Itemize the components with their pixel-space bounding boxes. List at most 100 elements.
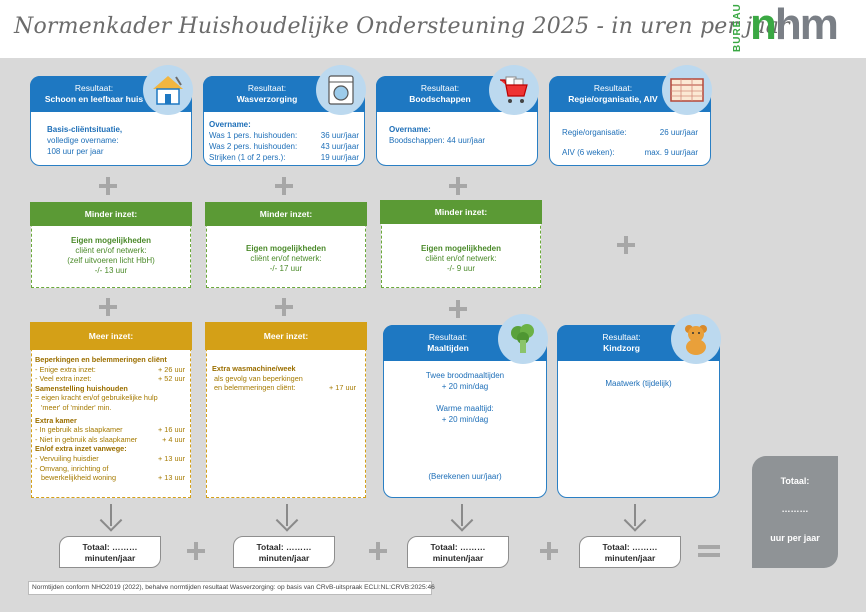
grand-total-value: ……… bbox=[781, 504, 809, 514]
minder-inzet-box: Minder inzet: Eigen mogelijkheden cliënt… bbox=[380, 200, 542, 288]
plus-icon bbox=[369, 542, 387, 560]
meer-heading: Extra kamer bbox=[35, 415, 77, 425]
minder-inzet-box: Minder inzet: Eigen mogelijkheden cliënt… bbox=[30, 202, 192, 288]
result-line: Boodschappen: 44 uur/jaar bbox=[389, 136, 486, 145]
meer-row-value: + 13 uur bbox=[158, 453, 185, 463]
minder-inzet-header: Minder inzet: bbox=[380, 200, 542, 224]
plus-icon bbox=[449, 177, 467, 195]
minder-line: (zelf uitvoeren licht HbH) bbox=[67, 256, 155, 265]
card-label: Resultaat: bbox=[593, 83, 633, 93]
logo-bureau: BUREAU bbox=[732, 3, 743, 52]
washing-machine-icon bbox=[316, 65, 366, 115]
meer-line: - Omvang, inrichting of bbox=[35, 463, 109, 473]
meer-row-label: - Veel extra inzet: bbox=[35, 374, 92, 384]
subtotal-unit: minuten/jaar bbox=[604, 552, 656, 563]
grand-total-label: Totaal: bbox=[780, 476, 810, 486]
result-card-wasverzorging: Resultaat: Wasverzorging Overname: Was 1… bbox=[203, 65, 366, 166]
meer-inzet-header: Meer inzet: bbox=[30, 322, 192, 350]
maaltijden-line: Warme maaltijd: bbox=[436, 404, 494, 413]
planner-icon bbox=[662, 65, 712, 115]
meer-row-value: + 26 uur bbox=[158, 364, 185, 374]
maaltijden-line: Twee broodmaaltijden bbox=[425, 371, 505, 380]
result-heading: Overname: bbox=[209, 120, 251, 129]
meer-row-value: + 52 uur bbox=[158, 374, 185, 384]
result-row-label: Was 1 pers. huishouden: bbox=[209, 131, 298, 140]
footnote: Normtijden conform NHO2019 (2022), behal… bbox=[28, 581, 435, 595]
minder-line: cliënt en/of netwerk: bbox=[425, 254, 497, 263]
meer-inzet-box: Meer inzet: Beperkingen en belemmeringen… bbox=[30, 322, 192, 498]
minder-title: Eigen mogelijkheden bbox=[245, 244, 326, 253]
result-heading: Overname: bbox=[389, 125, 431, 134]
result-card-boodschappen: Resultaat: Boodschappen Overname: Boodsc… bbox=[376, 65, 539, 166]
arrow-down-icon bbox=[623, 504, 647, 534]
result-row-label: Strijken (1 of 2 pers.): bbox=[209, 153, 286, 162]
meer-row-label: - In gebruik als slaapkamer bbox=[35, 425, 123, 435]
house-icon bbox=[143, 65, 193, 115]
card-label: Resultaat: bbox=[74, 83, 114, 93]
plus-icon bbox=[99, 177, 117, 195]
kindzorg-line: Maatwerk (tijdelijk) bbox=[605, 379, 672, 388]
subtotal-box: Totaal: ……… minuten/jaar bbox=[407, 536, 509, 568]
shopping-cart-icon bbox=[489, 65, 539, 115]
minder-inzet-box: Minder inzet: Eigen mogelijkheden cliënt… bbox=[205, 202, 367, 288]
logo-wordmark: nhm bbox=[750, 0, 839, 49]
card-title: Maaltijden bbox=[427, 343, 469, 353]
meer-heading: En/of extra inzet vanwege: bbox=[35, 444, 127, 454]
result-row-value: 43 uur/jaar bbox=[320, 142, 359, 151]
meer-row-label: - Vervuiling huisdier bbox=[35, 453, 99, 463]
card-title: Schoon en leefbaar huis bbox=[44, 94, 144, 104]
teddy-bear-icon bbox=[671, 314, 721, 364]
meer-inzet-box: Meer inzet: Extra wasmachine/week als ge… bbox=[205, 322, 367, 498]
result-row-value: 36 uur/jaar bbox=[320, 131, 359, 140]
minder-title: Eigen mogelijkheden bbox=[70, 236, 151, 245]
result-row-value: 26 uur/jaar bbox=[659, 128, 698, 137]
broccoli-icon bbox=[498, 314, 548, 364]
card-label: Resultaat: bbox=[602, 332, 641, 342]
plus-icon bbox=[540, 542, 558, 560]
equals-icon bbox=[698, 544, 720, 558]
subtotal-label: Totaal: ……… bbox=[430, 542, 486, 552]
arrow-down-icon bbox=[450, 504, 474, 534]
minder-line: -/- 13 uur bbox=[94, 266, 128, 275]
card-label: Resultaat: bbox=[428, 332, 468, 342]
meer-row-label: - Enige extra inzet: bbox=[35, 364, 96, 374]
meer-heading: Beperkingen en belemmeringen cliënt bbox=[35, 355, 167, 364]
plus-icon bbox=[275, 177, 293, 195]
meer-row-value: + 16 uur bbox=[158, 425, 185, 435]
result-row-label: AIV (6 weken): bbox=[562, 148, 615, 157]
meer-line: = eigen kracht en/of gebruikelijke hulp bbox=[35, 393, 158, 403]
subtotal-box: Totaal: ……… minuten/jaar bbox=[579, 536, 681, 568]
logo: BUREAU nhm bbox=[732, 0, 842, 54]
meer-row-value: + 4 uur bbox=[162, 434, 185, 444]
meer-line: als gevolg van beperkingen bbox=[214, 373, 303, 383]
result-card-schoon: Resultaat: Schoon en leefbaar huis Basis… bbox=[30, 65, 193, 166]
maaltijden-line: + 20 min/dag bbox=[441, 415, 489, 424]
card-title: Wasverzorging bbox=[236, 94, 298, 104]
minder-title: Eigen mogelijkheden bbox=[420, 244, 501, 253]
meer-row-label: - Niet in gebruik als slaapkamer bbox=[35, 434, 138, 444]
minder-line: cliënt en/of netwerk: bbox=[75, 246, 147, 255]
maaltijden-footer: (Berekenen uur/jaar) bbox=[428, 472, 502, 481]
grand-total-box: Totaal: ……… uur per jaar bbox=[752, 456, 838, 568]
meer-row-value: + 17 uur bbox=[329, 383, 356, 393]
meer-heading: Extra wasmachine/week bbox=[212, 364, 296, 373]
subtotal-box: Totaal: ……… minuten/jaar bbox=[59, 536, 161, 568]
subtotal-box: Totaal: ……… minuten/jaar bbox=[233, 536, 335, 568]
meer-row-label: bewerkelijkheid woning bbox=[41, 473, 117, 483]
meer-row-value: + 13 uur bbox=[158, 473, 185, 483]
result-card-regie: Resultaat: Regie/organisatie, AIV Regie/… bbox=[549, 65, 712, 166]
card-title: Regie/organisatie, AIV bbox=[568, 94, 658, 104]
plus-icon bbox=[617, 236, 635, 254]
page-title: Normenkader Huishoudelijke Ondersteuning… bbox=[14, 14, 790, 39]
card-label: Resultaat: bbox=[247, 83, 287, 93]
result-row-value: 19 uur/jaar bbox=[320, 153, 359, 162]
minder-line: -/- 9 uur bbox=[446, 264, 475, 273]
arrow-down-icon bbox=[275, 504, 299, 534]
meer-row-label: en belemmeringen cliënt: bbox=[214, 383, 296, 393]
minder-line: cliënt en/of netwerk: bbox=[250, 254, 322, 263]
minder-inzet-header: Minder inzet: bbox=[30, 202, 192, 226]
subtotal-label: Totaal: ……… bbox=[256, 542, 312, 552]
header: Normenkader Huishoudelijke Ondersteuning… bbox=[0, 0, 866, 58]
result-row-value: max. 9 uur/jaar bbox=[644, 148, 698, 157]
